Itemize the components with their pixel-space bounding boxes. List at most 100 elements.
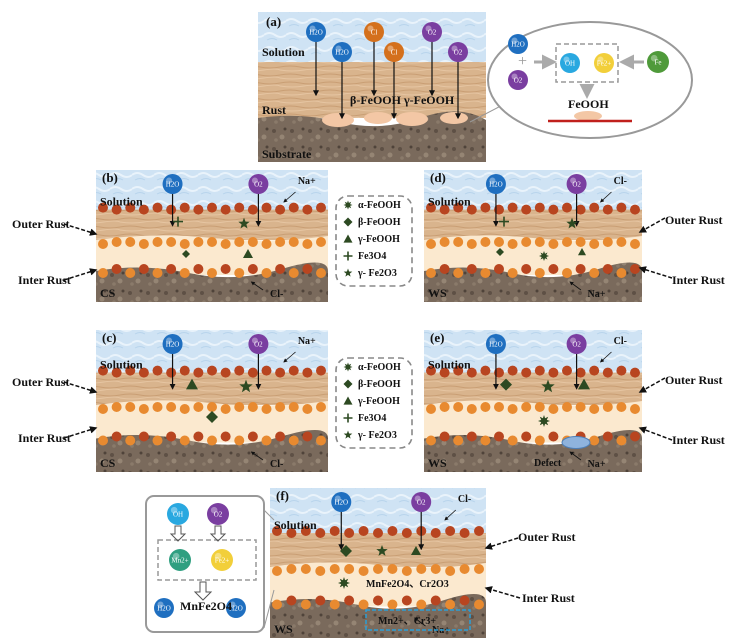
panel-c-outer-ball-15 [302,367,313,378]
panel-a-inset-fe: Fe [647,51,669,73]
panel-f-inset-o2-shine [210,506,218,514]
panel-a-ball-5-label: O2 [454,49,463,57]
panel-d-base-label: WS [428,286,447,300]
panel-f-mid-ball-4 [329,564,340,574]
panel-f-mid-ball-14 [474,564,484,574]
panel-c-inner-ball-8 [207,435,217,446]
legend-2-label-4: γ- Fe2O3 [357,430,397,441]
panel-b-mid-ball-11 [247,237,258,247]
panel-c-ion-top: Na+ [298,336,316,347]
panel-a-ball-1-circle [332,42,352,62]
panel-c-mid-ball-6 [179,404,190,414]
panel-d-inner-ball-12 [589,268,600,278]
panel-d-outer-ball-7 [521,204,532,215]
panel-b-inner-ball-7 [193,264,204,274]
panel-c-gamma-fe2o3-mark [239,379,253,393]
panel-a-ball-3-circle [384,42,404,62]
panel-f-inset-mn: Mn2+ [169,549,191,571]
panel-f-inset-product: MnFe2O4 [180,599,232,613]
panel-f-o2: O2 [411,492,432,512]
panel-c-h2o: H2O [162,334,183,354]
panel-a-inset-h2o: H2O [508,34,528,54]
panel-c-inner-ball-2 [125,435,136,446]
panel-e-ion-bottom-arrow [569,451,582,461]
panel-e-ion-top: Cl- [614,336,627,347]
panel-d-mid-ball-2 [453,237,464,247]
panel-b-inner-ball-9 [220,264,231,274]
label-outer-rust-e: Outer Rust [665,373,722,387]
panel-b-outer-ball-12 [261,202,272,213]
panel-b-fe3o4-mark [173,216,183,227]
panel-e-gamma-fe2o3-mark [541,379,555,393]
panel-e-outer-ball-1 [439,367,450,378]
panel-d-outer-ball-2 [453,202,464,213]
panel-f-inner-ball-9 [401,595,412,606]
panel-d-ion-top-arrow [599,191,612,203]
panel-b-outer-ball-3 [138,204,149,215]
label-outer-rust-d: Outer Rust [665,213,722,227]
panel-b-h2o-shine [166,177,173,184]
panel-f-outer-ball-14 [474,526,484,536]
panel-e-outer-ball-8 [534,365,545,376]
panel-d-o2-shine [570,177,577,184]
panel-c-mid-ball-12 [261,404,272,414]
panel-d-outer-ball-4 [480,202,491,213]
panel-f-inset-h2o-left-circle [154,598,174,618]
panel-c-mid-ball-8 [207,402,217,412]
panel-e-outer-ball-0 [426,365,436,376]
panel-e-h2o: H2O [485,334,506,354]
panel-b-mid-ball-2 [125,237,136,247]
panel-d-inner-ball-7 [521,264,532,274]
legend-1-label-2: γ-FeOOH [357,234,400,245]
legend-2-symbol-1 [343,379,353,389]
panel-c-outer-ball-3 [138,367,149,378]
panel-d-outer-ball-9 [548,204,559,215]
panel-f-mid-ball-13 [459,564,470,574]
panel-e-outer-ball-7 [521,367,532,378]
panel-b-outer-ball-13 [275,204,286,215]
panel-b-outer-ball-0 [98,202,108,213]
panel-b-mid-ball-4 [152,237,163,247]
panel-f-inset-mn-shine [172,552,180,560]
panel-b-outer-ball-11 [247,204,258,215]
panel-f-inset-h2o-right: H2O [226,598,246,618]
panel-f-mid-ball-1 [286,564,297,574]
panel-d-mid-ball-10 [562,237,572,247]
panel-c-outer-ball-12 [261,365,272,376]
panel-f-mid-ball-3 [315,566,326,576]
panel-c-outer-ball-14 [288,365,299,376]
panel-f-inset-mn-label: Mn2+ [171,557,188,565]
panel-b-mid-ball-3 [138,239,149,249]
panel-c-inner-ball-15 [302,431,313,442]
panel-b-outer-ball-16 [316,202,326,213]
panel-a-ball-2: Cl [364,22,384,42]
panel-f-outer-ball-8 [387,526,398,536]
panel-c-outer-ball-13 [275,367,286,378]
panel-d-mid-ball-6 [507,239,518,249]
panel-f-inset-oh-shine [170,506,178,514]
panel-f-outer-ball-3 [315,528,326,538]
legend-2-frame [335,357,413,449]
panel-c-inner-ball-3 [138,431,149,442]
panel-c-outer-ball-9 [220,367,231,378]
panel-a-inset-o2-shine [511,73,518,80]
panel-a-inset-fe-label: Fe [655,59,662,67]
panel-c-mid-ball-16 [316,402,326,412]
panel-e-alpha-feooh-mark [538,415,550,427]
panel-a-ball-0-shine [309,25,316,32]
panel-a-rust-bumps [322,112,468,127]
panel-b-o2-circle [248,174,269,194]
panel-f-ion-top-arrow [444,509,457,521]
panel-c-outer-ball-1 [111,367,122,378]
panel-f-mid-ball-9 [401,566,412,576]
panel-b-ion-top-arrow [283,191,296,203]
panel-a-ball-3-label: Cl [391,49,398,57]
panel-b-mid-ball-16 [316,237,326,247]
panel-f-zoom-line-top [263,509,275,521]
panel-f-inner-ball-14 [474,599,484,610]
panel-c-inner-ball-9 [220,431,231,442]
panel-d-mid-ball-4 [480,237,491,247]
panel-b-outer-ball-9 [220,204,231,215]
